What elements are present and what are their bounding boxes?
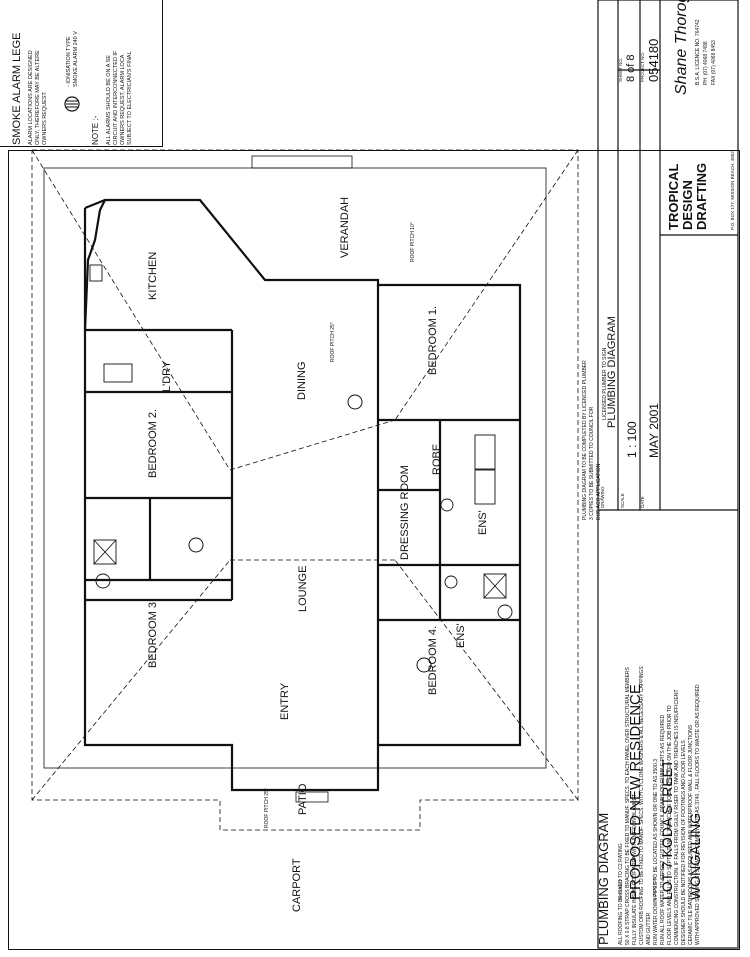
plan-note: 3 COPIES TO BE SUBMITTED TO COUNCIL FOR [589, 406, 595, 520]
room-bedroom-3: BEDROOM 3. [147, 599, 159, 668]
room-verandah: VERANDAH [339, 197, 351, 258]
licence: B.S.A. LICENCE NO. 764742 [695, 19, 701, 85]
project: PROPOSED NEW RESIDENCE [627, 684, 644, 900]
footer-note: RUN WATER DOWN PIPES TO BE LOCATED AS SH… [653, 759, 659, 945]
footer-note: AND GUTTER [646, 912, 652, 945]
smoke-alarm-plan-symbols [188, 394, 432, 673]
legend-ionisation-model: SMOKE ALARM 240 V [73, 31, 79, 87]
room-lounge: LOUNGE [297, 566, 309, 612]
company-name-2: DESIGN [680, 180, 695, 230]
drawing-title: PLUMBING DIAGRAM [606, 316, 618, 428]
plumber-sign: LICENSED PLUMBER TO SIGN [602, 347, 608, 420]
room-bedroom-2: BEDROOM 2. [147, 409, 159, 478]
footer-note: FULLY INSULATE INSIDE ROOF AREA WITH ANT… [632, 794, 638, 945]
legend-title: SMOKE ALARM LEGE [11, 33, 23, 145]
room-robe: ROBE [431, 444, 443, 475]
fax: FAX (07) 4068 8453 [711, 40, 717, 85]
room-bedroom-4: BEDROOM 4. [427, 626, 439, 695]
date-label: DATE [640, 496, 645, 508]
signature: Shane Thorogood [673, 0, 690, 95]
legend-line: ALARM LOCATIONS ARE DESIGNED [28, 50, 34, 145]
footer-note: RUN ALL ROOF WATER TO STREET GUTTER, COU… [660, 714, 666, 945]
sheet-no: 8 of 8 [625, 54, 637, 82]
plan-note: PLUMBING DIAGRAM TO BE COMPLETED BY LICE… [582, 360, 588, 520]
sheet-border [8, 150, 740, 950]
date: MAY 2001 [647, 403, 661, 458]
room-ensuite-1: ENS' [477, 510, 489, 535]
title-block [597, 0, 739, 949]
legend-note-title: NOTE :- [91, 115, 100, 145]
scale-label: SCALE [620, 493, 625, 508]
company-name-3: DRAFTING [694, 163, 709, 230]
room-kitchen: KITCHEN [147, 252, 159, 300]
roof-pitch-mid: ROOF PITCH 25° [330, 322, 336, 362]
room-entry: ENTRY [279, 682, 291, 720]
project-no-label: PROJECT NO. [640, 52, 645, 82]
project-label: PROJECT [618, 879, 623, 900]
location-label: LOCATION [652, 877, 657, 900]
smoke-alarm-legend-box [0, 0, 163, 147]
location-line-1: LOT 7 KODA STREET [659, 759, 675, 900]
roof-pitch-bottom: ROOF PITCH 25° [264, 788, 270, 828]
room-patio: PATIO [297, 783, 309, 815]
footer-note: COMMENCING CONSTRUCTION. IF FALLS FROM G… [674, 690, 680, 946]
legend-note: OWNERS REQUEST, ALARM LOCA [120, 54, 126, 145]
project-no: 054180 [646, 39, 661, 82]
room-bedroom-1: BEDROOM 1. [427, 306, 439, 375]
room-dining: DINING [296, 362, 308, 401]
plan-note: DUE ACQ APPLICATION [596, 463, 602, 520]
company-address: P.O. BOX 177, MISSION BEACH. 4852 [730, 151, 735, 230]
footer-note: WITH APPROVED SEALING SYSTEM TO COMPLY W… [695, 684, 701, 945]
roof-outline [31, 149, 579, 831]
legend-line: OWNERS REQUEST. [42, 91, 48, 145]
footer-note: 50 X 0.8 STRAP CROSS BRACING TO BE FIXED… [625, 666, 631, 945]
legend-note: ALL ALARMS SHOULD BE ON A SE [106, 55, 112, 145]
legend-note: SUBJECT TO ELECTRICIAN'S FINAL [127, 51, 133, 145]
legend-note: CIRCUIT AND INTERCONNECTED IF [113, 50, 119, 145]
footer-note: CERAMIC TILE BATHROOMS AS REQUIRED AND W… [688, 724, 694, 945]
footer-note: FLOOR LEVELS AND FALLS TO SEPTIC TANK & … [667, 705, 673, 945]
phone: PH. (07) 4068 7498 [703, 41, 709, 85]
legend-ionisation: - IONISATION TYPE [66, 36, 72, 87]
footer-note: ALL ROOFING TO BE FIXED TO C2 RATING [618, 843, 624, 945]
smoke-alarm-symbol [64, 96, 80, 112]
room-ensuite-2: ENS' [455, 623, 467, 648]
footer-title: PLUMBING DIAGRAM [596, 813, 611, 945]
verandah-railing [43, 155, 547, 803]
location-line-2: WONGALING [687, 813, 703, 900]
footer-note: CUSTOM ORB ROOFING TO BE FIXED TO MANUF.… [639, 666, 645, 945]
scale: 1 : 100 [625, 421, 639, 458]
house-walls [83, 198, 522, 792]
company-name-1: TROPICAL [666, 164, 681, 231]
drawing-label: DRAWING [600, 486, 605, 508]
room-laundry: L'DRY [161, 360, 173, 392]
sheet-no-label: SHEET NO. [618, 58, 623, 82]
room-dressing: DRESSING ROOM [399, 465, 411, 560]
room-carport: CARPORT [291, 858, 303, 912]
fixtures [89, 264, 513, 620]
footer-note: DESIGNER SHOULD BE NOTIFIED FOR REVISION… [681, 740, 687, 945]
legend-line: ONLY, THEREFORE MAY BE ALTERE [35, 50, 41, 145]
roof-pitch-top: ROOF PITCH 10° [410, 222, 416, 262]
